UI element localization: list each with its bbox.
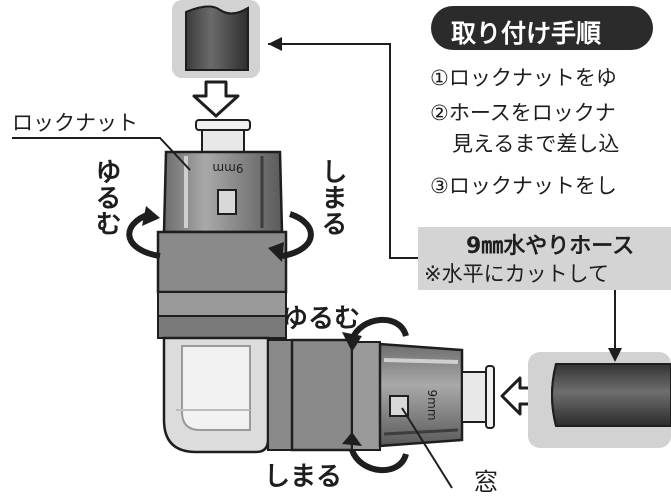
elbow-body: [162, 336, 270, 454]
top-hose-panel: [172, 0, 260, 78]
tighten-vertical-text: しまる: [317, 158, 347, 236]
step-2-line-2: 見えるまで差し込: [452, 132, 620, 156]
step-3: ③ロックナットをし: [430, 174, 617, 198]
side-tighten-label: しまる: [264, 462, 343, 492]
side-loosen-arrowhead: [342, 332, 362, 352]
lock-nut-leader-line: [12, 137, 191, 171]
window-leader-line: [401, 407, 453, 489]
side-loosen-rotation-arrow: [349, 317, 409, 342]
hose-leader-line: [268, 43, 418, 259]
side-loosen-label: ゆるむ: [282, 304, 361, 334]
lock-nut-label: ロックナット: [12, 111, 138, 135]
procedure-title: 取り付け手順: [451, 19, 602, 48]
loosen-rotation-arrow: [126, 211, 161, 259]
procedure-title-badge: 取り付け手順: [431, 6, 653, 50]
vertical-connector: 9mm: [156, 119, 288, 339]
side-size-mark: 9mm: [425, 389, 439, 420]
side-hose-panel: [528, 352, 671, 448]
band-down-arrowhead: [608, 348, 622, 362]
loosen-arrowhead: [142, 206, 160, 226]
step-2-line-1: ②ホースをロックナ: [430, 101, 616, 125]
tighten-arrowhead: [268, 242, 284, 262]
side-tighten-arrowhead: [342, 432, 362, 446]
hose-note-band: [418, 227, 671, 290]
insert-down-arrow: [192, 80, 240, 118]
hose-leader-arrowhead: [268, 37, 282, 51]
loosen-vertical-label: ゆるむ: [91, 158, 122, 236]
loosen-vertical-text: ゆるむ: [91, 158, 121, 236]
hose-note-caution: ※水平にカットして: [424, 262, 609, 286]
step-1: ①ロックナットをゆ: [430, 66, 617, 90]
hose-note-title: 9㎜水やりホース: [466, 234, 635, 259]
window-label: 窓: [474, 468, 498, 496]
tighten-vertical-label: しまる: [317, 158, 348, 236]
horizontal-connector: 9mm: [267, 338, 495, 452]
top-size-mark: 9mm: [212, 161, 243, 175]
side-tighten-rotation-arrow: [349, 448, 409, 473]
tighten-rotation-arrow: [281, 211, 314, 259]
